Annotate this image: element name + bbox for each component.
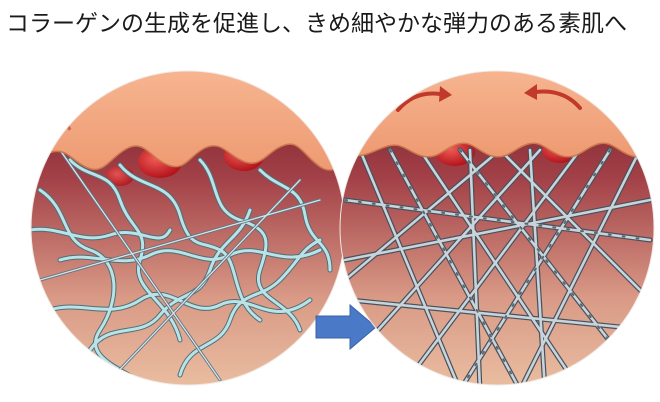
arrow-right-icon: [315, 303, 377, 351]
panel-after-outline: [339, 70, 655, 386]
caption: コラーゲンの生成を促進し、きめ細やかな弾力のある素肌へ: [6, 11, 627, 37]
epidermis-before: [31, 71, 345, 171]
panel-after: [340, 71, 654, 385]
fibers-before: [31, 148, 333, 385]
curved-arrow-heads: [439, 84, 537, 102]
panel-before: [31, 71, 345, 385]
curved-arrow-icon: [396, 89, 582, 112]
epidermis-after: [340, 71, 654, 158]
fibers-after: [342, 147, 653, 385]
